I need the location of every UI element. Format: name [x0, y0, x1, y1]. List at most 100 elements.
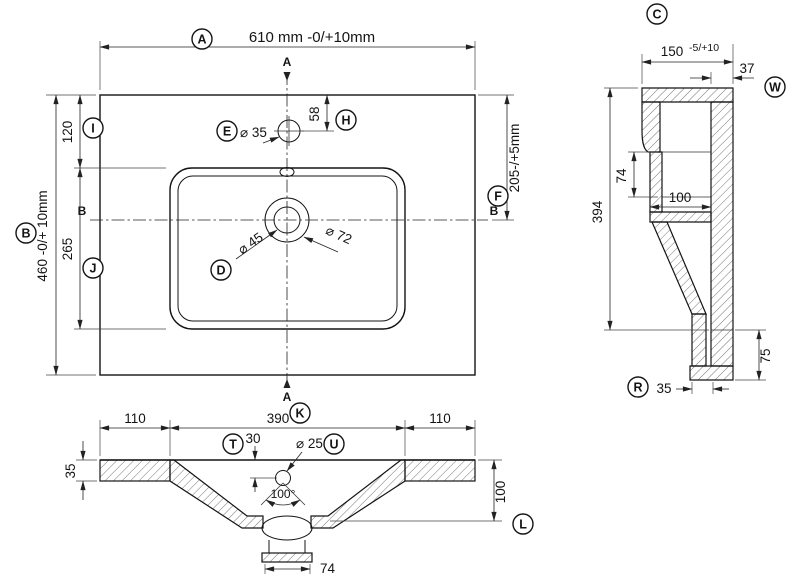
dim-thickness-label: 35 [63, 463, 78, 478]
callout-e-letter: E [223, 125, 231, 139]
dim-thickness-35: 35 [63, 441, 97, 500]
callout-d: D [210, 259, 232, 281]
bottom-flange-section [689, 365, 734, 381]
callout-f: F [487, 185, 509, 207]
bowl-wall-section [651, 221, 707, 315]
dim-width-610: 610 mm -0/+10mm [99, 29, 476, 90]
top-view: A A B B 610 mm -0/+10mm 460 -0/+ 10mm 12… [15, 28, 522, 404]
dim-side-depth-label: 150 [661, 44, 684, 59]
section-label-a-bottom: A [283, 390, 292, 404]
dim-bowl-depth-label: 100 [493, 481, 508, 504]
dim-faucet-depth-30: 30 [245, 431, 277, 492]
dim-height-394: 394 [590, 87, 709, 331]
dim-drain-outer-72: ⌀ 72 [303, 223, 354, 253]
dim-faucet-offset-label: 58 [307, 106, 322, 121]
dim-width-label: 610 mm -0/+10mm [249, 29, 375, 46]
dim-overflow-label: 74 [614, 168, 629, 184]
dim-side-depth-150: 150 -5/+10 [641, 42, 734, 84]
dim-right-margin-label: 110 [429, 411, 451, 426]
callout-t: T [222, 433, 244, 455]
callout-b-letter: B [21, 227, 30, 241]
callout-k: K [289, 402, 311, 424]
dim-foot-offset-35: 35 [656, 381, 729, 396]
section-arrow-bottom [283, 379, 291, 388]
callout-a: A [191, 28, 213, 50]
callout-l-letter: L [519, 518, 527, 532]
dim-faucet-dia-35: ⌀ 35 [240, 125, 280, 144]
bowl-left-wall-section [169, 459, 264, 529]
callout-w: W [764, 76, 786, 98]
dim-back-rail-37: 37 [690, 61, 755, 84]
section-label-a-top: A [283, 55, 292, 69]
callout-j-letter: J [90, 262, 97, 276]
section-label-b-right: B [490, 204, 499, 218]
section-arrow-top [283, 72, 291, 81]
front-wall-lower-section [649, 151, 663, 213]
dim-cone-angle-100: 100° [260, 482, 306, 507]
side-view-solid [641, 87, 734, 381]
callout-r-letter: R [633, 381, 642, 395]
stem-section [691, 313, 707, 367]
dim-back-offset-label: 120 [60, 121, 75, 144]
dim-drain-inner-45: ⌀ 45 [235, 229, 278, 260]
dim-foot-height-label: 75 [758, 348, 773, 363]
callout-u-letter: U [329, 438, 338, 452]
section-line-b: B B [78, 204, 499, 221]
callout-w-letter: W [769, 81, 781, 95]
basin-rim-outer [169, 167, 406, 330]
dim-back-rail-label: 37 [739, 61, 754, 76]
top-view-outline [99, 94, 476, 376]
back-wall-section [710, 101, 734, 367]
slab-right-section [404, 459, 476, 482]
bowl-right-wall-section [310, 459, 406, 529]
dim-faucet-dia-label: ⌀ 35 [240, 125, 267, 140]
callout-j: J [82, 257, 104, 279]
callout-u: U [323, 433, 345, 455]
front-wall-upper-section [641, 101, 661, 153]
dim-faucet-dia-25: ⌀ 25 [286, 436, 323, 472]
callout-d-letter: D [216, 264, 225, 278]
dim-drain-width-label: 74 [320, 561, 336, 576]
front-view: 110 390 110 35 30 ⌀ 25 100° [63, 402, 534, 576]
deck-section [641, 87, 734, 103]
callout-k-letter: K [295, 407, 304, 421]
dim-bowl-length-265: 265 [60, 167, 166, 330]
callout-i: I [82, 117, 104, 139]
dim-drain-offset-label: 205-/+5mm [507, 124, 522, 193]
dim-bowl-depth-100: 100 [330, 459, 508, 522]
dim-left-margin-label: 110 [124, 411, 146, 426]
callout-h: H [335, 109, 357, 131]
dim-drain-width-74: 74 [264, 561, 336, 576]
dim-depth-460: 460 -0/+ 10mm [35, 94, 96, 376]
dim-faucet-depth-label: 30 [245, 431, 260, 446]
callout-r: R [627, 376, 649, 398]
callout-b: B [15, 222, 37, 244]
slab-left-section [99, 459, 171, 482]
callout-e: E [216, 120, 238, 142]
callout-l: L [512, 513, 534, 535]
callout-i-letter: I [91, 122, 94, 136]
dim-bowl-width-100: 100 [649, 190, 712, 210]
dim-bowl-width-front-label: 390 [267, 411, 290, 426]
section-label-b-left: B [78, 204, 87, 218]
callout-c-letter: C [652, 8, 661, 22]
overflow-shelf-section [649, 211, 712, 223]
callout-a-letter: A [197, 33, 206, 47]
dim-faucet-dia-front-label: ⌀ 25 [296, 436, 323, 451]
dim-drain-outer-label: ⌀ 72 [323, 223, 354, 248]
dim-faucet-offset-58: 58 [302, 94, 334, 132]
dim-side-depth-tol: -5/+10 [689, 42, 719, 54]
callout-c: C [646, 3, 668, 25]
countertop-outline [99, 94, 476, 376]
section-line-a: A A [283, 55, 292, 404]
callout-h-letter: H [341, 114, 350, 128]
callout-t-letter: T [229, 438, 237, 452]
dim-drain-inner-label: ⌀ 45 [235, 229, 266, 257]
callout-f-letter: F [494, 190, 502, 204]
dim-back-offset-120: 120 [60, 94, 166, 169]
dim-bowl-width-label: 100 [669, 190, 692, 205]
dim-front-widths: 110 390 110 [99, 411, 476, 456]
dim-foot-height-75: 75 [735, 329, 773, 381]
